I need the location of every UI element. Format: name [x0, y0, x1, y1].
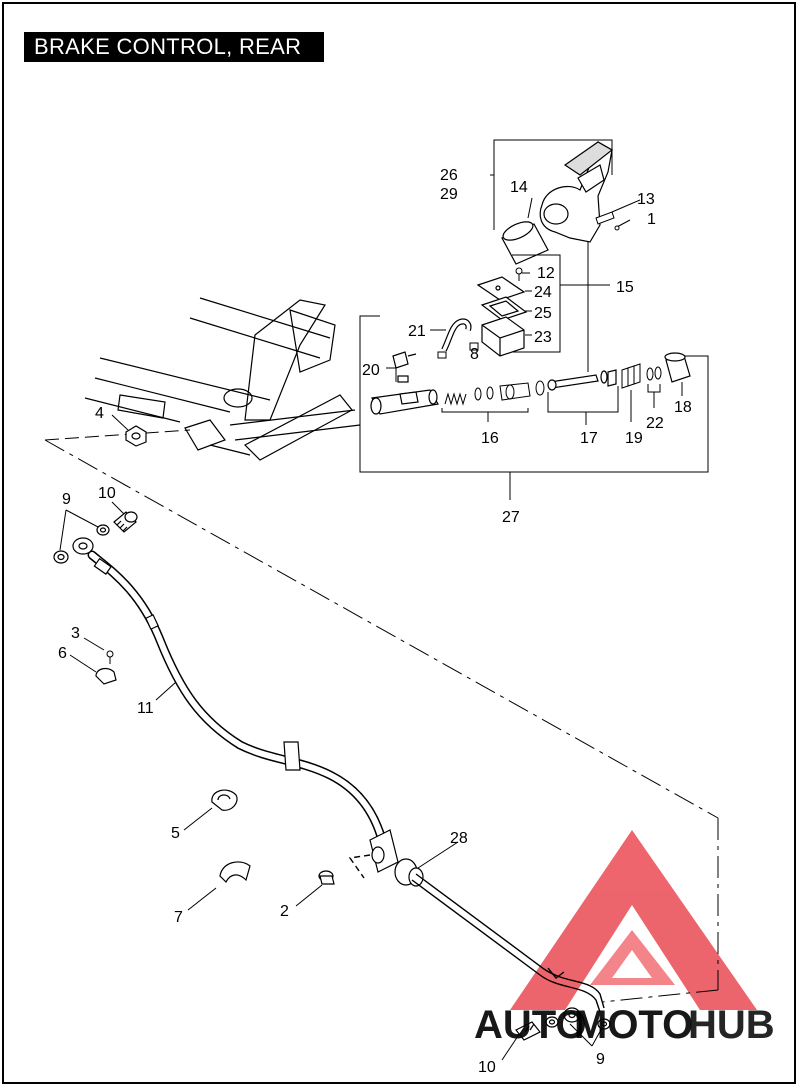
callout-14: 14: [510, 179, 528, 196]
watermark-moto: MOTO: [574, 1003, 693, 1047]
part-4-nut: [125, 425, 147, 447]
rear-brake-line: [348, 854, 605, 1013]
callout-20: 20: [362, 362, 380, 379]
callout-6: 6: [58, 645, 67, 662]
part-20-fitting: [392, 351, 417, 383]
watermark-logo: [510, 830, 757, 1010]
frame-drawing: [84, 297, 361, 461]
callout-28: 28: [450, 830, 468, 847]
callout-22: 22: [646, 415, 664, 432]
part-12-screw: [515, 267, 523, 281]
callout-26: 26: [440, 167, 458, 184]
callout-13: 13: [637, 191, 655, 208]
callout-3: 3: [71, 625, 80, 642]
callout-5: 5: [171, 825, 180, 842]
watermark-auto: AUTO: [474, 1003, 587, 1047]
part-19-boot: [621, 363, 641, 389]
part-8-clamp: [437, 342, 479, 359]
diagram-title: BRAKE CONTROL, REAR: [24, 32, 324, 62]
part-9-washers-upper: [53, 524, 110, 564]
callout-4: 4: [95, 405, 104, 422]
callout-1: 1: [647, 211, 656, 228]
callout-9-lower: 9: [596, 1051, 605, 1068]
part-6-clip: [95, 667, 117, 685]
callout-12: 12: [537, 265, 555, 282]
part-16-spring-and-seals: [444, 380, 545, 406]
callout-19: 19: [625, 430, 643, 447]
callout-2: 2: [280, 903, 289, 920]
part-2-bolt: [318, 870, 335, 885]
callout-24: 24: [534, 284, 552, 301]
callout-15: 15: [616, 279, 634, 296]
watermark-hub: HUB: [688, 1003, 775, 1047]
part-14-bushing: [501, 221, 549, 265]
part-18-cap: [664, 352, 691, 383]
part-5-clamp: [211, 789, 238, 811]
part-22-rings: [646, 366, 662, 381]
part-9-washers-lower: [545, 1007, 611, 1030]
callout-17: 17: [580, 430, 598, 447]
part-11-brake-line: [87, 550, 387, 845]
callout-10-lower: 10: [478, 1059, 496, 1076]
callout-23: 23: [534, 329, 552, 346]
part-7-clip: [219, 861, 251, 884]
part-23-reservoir: [481, 316, 525, 357]
part-25-gasket: [480, 296, 528, 321]
callout-7: 7: [174, 909, 183, 926]
callout-8: 8: [470, 346, 479, 363]
watermark-text: AUTO MOTO HUB: [474, 1003, 775, 1047]
part-24-cover: [476, 276, 526, 301]
part-17-pushrod: [547, 369, 617, 391]
part-13-pin: [595, 211, 620, 231]
part-10-banjo-bolt-upper: [113, 511, 138, 533]
callout-27: 27: [502, 509, 520, 526]
part-21-hose: [441, 318, 472, 352]
callout-labels: 1 2 3 4 5 6 7 8 9 9 10 10 11 12 13 14 15…: [58, 167, 692, 1076]
callout-21: 21: [408, 323, 426, 340]
part-3-screw: [106, 650, 114, 664]
callout-29: 29: [440, 186, 458, 203]
callout-25: 25: [534, 305, 552, 322]
part-10-banjo-bolt-lower: [515, 1021, 541, 1041]
part-16-cylinder-body: [370, 389, 439, 415]
part-28-grommet: [394, 858, 424, 887]
callout-9-upper: 9: [62, 491, 71, 508]
callout-18: 18: [674, 399, 692, 416]
callout-10-upper: 10: [98, 485, 116, 502]
part-26-brake-pedal: [539, 141, 614, 243]
callout-16: 16: [481, 430, 499, 447]
callout-11: 11: [137, 700, 154, 717]
